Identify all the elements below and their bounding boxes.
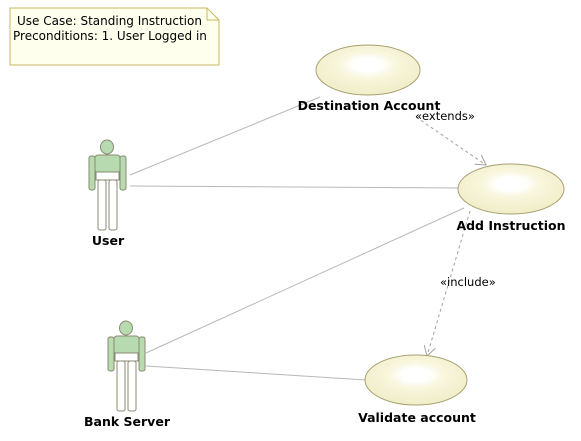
use-case-validate-account[interactable]: Validate account <box>358 354 476 425</box>
use-case-destination-account[interactable]: Destination Account <box>298 44 441 113</box>
user-destination-association[interactable] <box>129 96 321 176</box>
include-arrow[interactable] <box>427 210 471 356</box>
bankserver-validate-association[interactable] <box>145 365 367 381</box>
validate-account-ellipse[interactable] <box>364 354 468 406</box>
include-label: «include» <box>440 275 496 289</box>
actor-bank-server[interactable]: Bank Server <box>84 320 171 429</box>
destination-account-ellipse[interactable] <box>315 44 421 96</box>
extends-label: «extends» <box>415 109 475 123</box>
precondition-note[interactable]: Use Case: Standing Instruction Precondit… <box>9 7 220 66</box>
user-label: User <box>92 233 125 248</box>
extends-arrow[interactable] <box>415 116 486 165</box>
bank-server-actor-icon <box>107 320 146 412</box>
user-actor-icon <box>88 139 127 231</box>
add-instruction-label: Add Instruction <box>456 218 565 233</box>
actor-user[interactable]: User <box>88 139 127 248</box>
bank-server-label: Bank Server <box>84 414 171 429</box>
add-instruction-ellipse[interactable] <box>457 163 565 215</box>
validate-account-label: Validate account <box>358 410 476 425</box>
associations <box>129 96 465 381</box>
dependencies: «extends» «include» <box>415 109 496 356</box>
note-line-1: Use Case: Standing Instruction <box>17 14 202 28</box>
user-add-instruction-association[interactable] <box>129 185 459 189</box>
bankserver-add-instruction-association[interactable] <box>145 207 465 354</box>
use-case-add-instruction[interactable]: Add Instruction <box>456 163 566 233</box>
destination-account-label: Destination Account <box>298 98 441 113</box>
note-line-2: Preconditions: 1. User Logged in <box>13 29 207 43</box>
